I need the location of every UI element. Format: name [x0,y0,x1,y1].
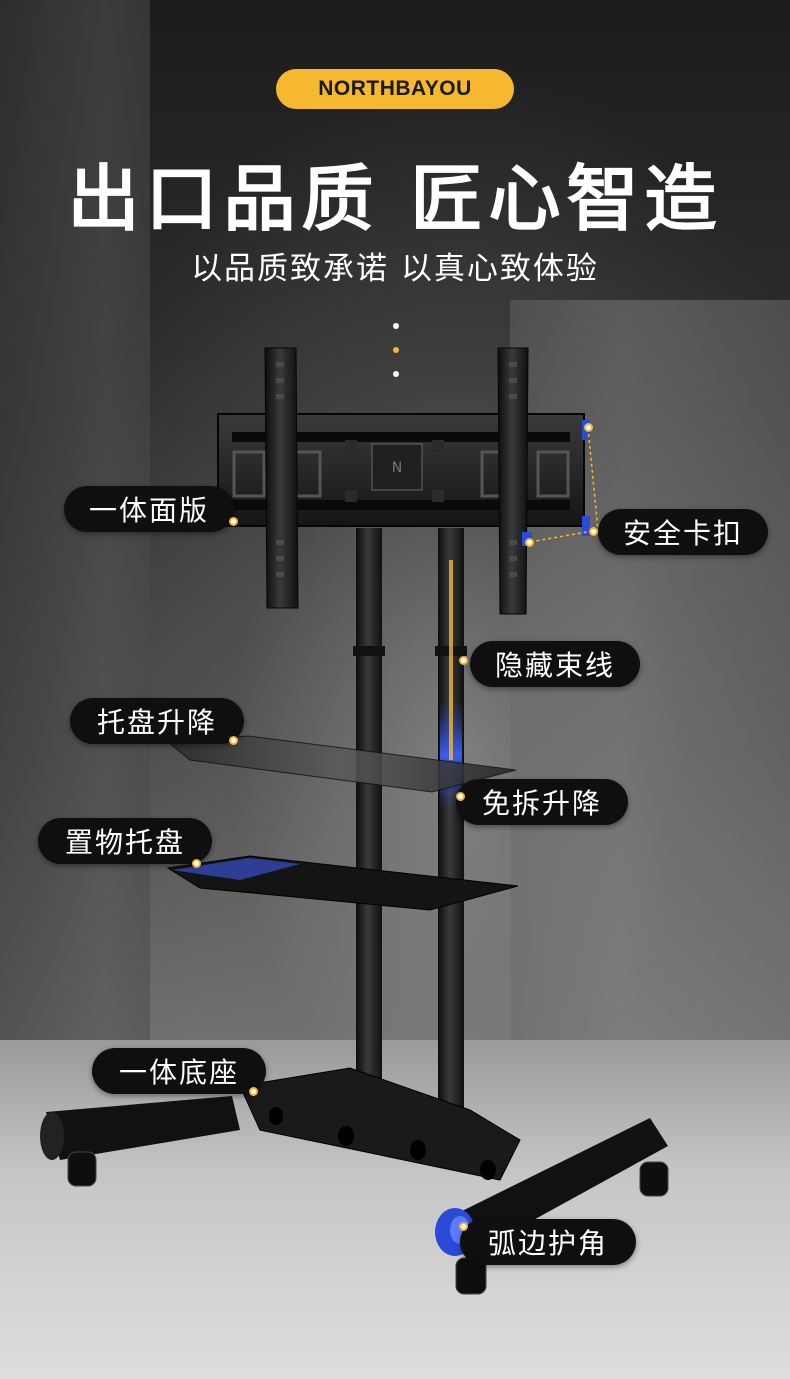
anchor-safety-buckle-bottom [525,538,534,547]
lower-tray [166,855,519,911]
page-subtitle: 以品质致承诺 以真心致体验 [191,251,599,287]
decor-dot-3 [393,371,399,377]
label-tray-lift: 托盘升降 [70,698,244,744]
label-storage-tray: 置物托盘 [38,818,212,864]
label-integrated-panel: 一体面版 [64,486,234,532]
anchor-integrated-panel [229,517,238,526]
support-poles [353,528,467,1124]
label-safety-buckle: 安全卡扣 [598,509,768,555]
svg-text:N: N [392,460,402,476]
decor-dot-2 [393,347,399,353]
anchor-curved-corner [459,1222,468,1231]
anchor-tool-free-lift [456,792,465,801]
anchor-safety-buckle [589,527,598,536]
anchor-safety-buckle-top [584,423,593,432]
anchor-storage-tray [192,859,201,868]
anchor-hidden-cable [459,656,468,665]
label-curved-corner: 弧边护角 [460,1219,636,1265]
label-tool-free-lift: 免拆升降 [456,779,628,825]
anchor-integrated-base [249,1087,258,1096]
vesa-mount: N [217,347,590,615]
anchor-tray-lift [229,736,238,745]
label-hidden-cable: 隐藏束线 [470,641,640,687]
page-title: 出口品质 匠心智造 [67,157,723,241]
label-integrated-base: 一体底座 [92,1048,266,1094]
decor-dot-1 [393,323,399,329]
brand-badge: NORTHBAYOU [276,69,514,109]
